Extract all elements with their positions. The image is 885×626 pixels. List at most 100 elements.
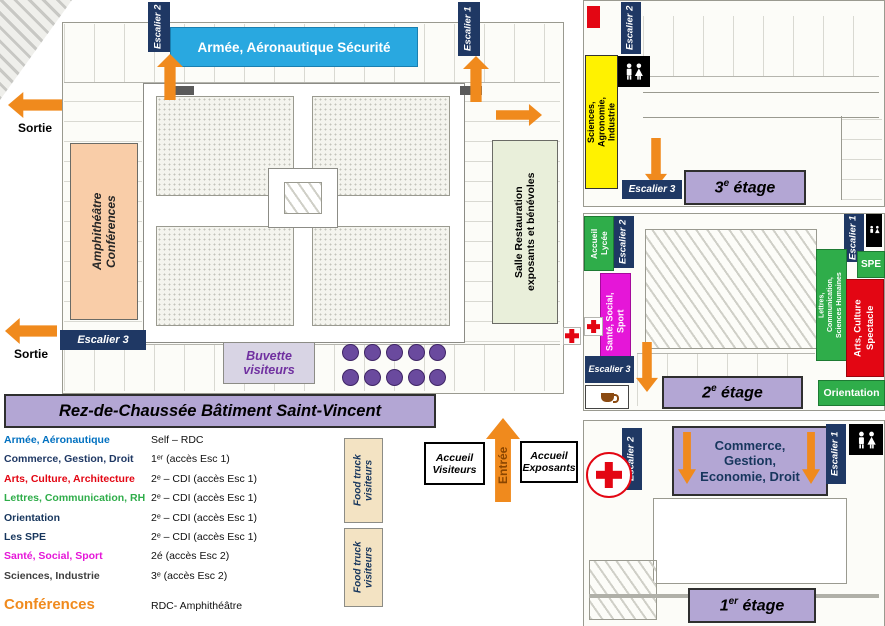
floor1-hall xyxy=(653,498,847,584)
floor2-title-banner: 2e étage xyxy=(662,376,803,409)
accueil-exposants-box: Accueil Exposants xyxy=(520,441,578,483)
table-dot-icon xyxy=(408,344,425,361)
legend-location: RDC- Amphithéâtre xyxy=(151,600,243,613)
floor1-panel: Escalier 2 Commerce, Gestion, Economie, … xyxy=(583,420,885,626)
floor3-title-banner: 3e étage xyxy=(684,170,806,205)
legend-location: 1ᵉʳ (accès Esc 1) xyxy=(151,453,230,466)
rdc-escalier-1-label: Escalier 1 xyxy=(458,2,480,56)
armee-banner: Armée, Aéronautique Sécurité xyxy=(170,27,418,67)
left-arrow-icon xyxy=(8,92,62,118)
down-arrow-icon xyxy=(636,342,658,392)
legend-row: Sciences, Industrie 3ᵉ (accès Esc 2) xyxy=(4,570,344,589)
legend-location: 2ᵉ – CDI (accès Esc 1) xyxy=(151,530,258,543)
commerce-banner: Commerce, Gestion, Economie, Droit xyxy=(672,426,828,496)
first-aid-cross-icon xyxy=(563,327,581,345)
accueil-lycee-box: Accueil Lycée xyxy=(584,216,614,271)
rdc-panel: Armée, Aéronautique Sécurité Escalier 2 … xyxy=(0,0,581,432)
entrance-area: Food truck visiteurs Food truck visiteur… xyxy=(340,414,580,626)
legend-category: Commerce, Gestion, Droit xyxy=(4,453,134,466)
legend-row: Les SPE 2ᵉ – CDI (accès Esc 1) xyxy=(4,531,344,550)
up-arrow-icon xyxy=(463,56,489,102)
legend-category: Conférences xyxy=(4,596,95,614)
garden-parterre xyxy=(156,226,294,326)
table-dot-icon xyxy=(342,344,359,361)
table-dot-icon xyxy=(364,369,381,386)
floor2-escalier-3-label: Escalier 3 xyxy=(585,356,634,383)
legend-row: Arts, Culture, Architecture 2ᵉ – CDI (ac… xyxy=(4,473,344,492)
floor2-panel: Accueil Lycée Escalier 2 Escalier 1 SPE … xyxy=(583,213,885,411)
down-arrow-icon xyxy=(645,138,667,188)
down-arrow-icon xyxy=(802,432,820,484)
legend: Armée, Aéronautique Self – RDC Commerce,… xyxy=(4,434,344,622)
legend-location: Self – RDC xyxy=(151,434,204,446)
legend-row: Lettres, Communication, RH 2ᵉ – CDI (acc… xyxy=(4,492,344,511)
legend-row-conferences: Conférences RDC- Amphithéâtre xyxy=(4,596,344,622)
legend-category: Sciences, Industrie xyxy=(4,569,100,582)
amphitheatre-box: Amphithéâtre Conférences xyxy=(70,143,138,320)
sciences-box: Sciences, Agronomie, Industrie xyxy=(585,55,618,189)
legend-row: Commerce, Gestion, Droit 1ᵉʳ (accès Esc … xyxy=(4,453,344,472)
sortie-label: Sortie xyxy=(17,121,52,135)
rdc-title-banner: Rez-de-Chaussée Bâtiment Saint-Vincent xyxy=(4,394,436,428)
legend-location: 2ᵉ – CDI (accès Esc 1) xyxy=(151,472,258,485)
restauration-box: Salle Restauration exposants et bénévole… xyxy=(492,140,558,324)
buvette-box: Buvette visiteurs xyxy=(223,342,315,384)
floor1-escalier-1-label: Escalier 1 xyxy=(826,424,846,484)
wc-icon xyxy=(618,56,650,87)
legend-category: Les SPE xyxy=(4,530,47,543)
red-marker xyxy=(587,6,600,28)
floor3-escalier-2-label: Escalier 2 xyxy=(621,2,641,54)
legend-location: 3ᵉ (accès Esc 2) xyxy=(151,569,228,582)
floor1-southwest-rooms xyxy=(589,560,657,620)
first-aid-cross-icon xyxy=(584,317,603,336)
wc-icon xyxy=(866,214,882,247)
croix-rouge-logo xyxy=(586,452,632,498)
food-truck-box: Food truck visiteurs xyxy=(344,438,383,523)
legend-location: 2ᵉ – CDI (accès Esc 1) xyxy=(151,511,258,524)
accueil-visiteurs-box: Accueil Visiteurs xyxy=(424,442,485,485)
cafe-tile xyxy=(585,385,629,409)
legend-row: Santé, Social, Sport 2é (accès Esc 2) xyxy=(4,550,344,569)
legend-category: Armée, Aéronautique xyxy=(4,434,110,446)
entree-up-arrow-icon xyxy=(486,418,520,502)
table-dot-icon xyxy=(386,369,403,386)
legend-category: Arts, Culture, Architecture xyxy=(4,472,135,485)
entree-label: Entrée xyxy=(496,446,510,484)
legend-category: Santé, Social, Sport xyxy=(4,550,103,563)
lettres-box: Lettres, Communication, Sciences Humaine… xyxy=(816,249,847,361)
legend-category: Lettres, Communication, RH xyxy=(4,492,146,505)
floor3-east-rooms xyxy=(841,116,882,200)
garden-parterre xyxy=(312,226,450,326)
legend-category: Orientation xyxy=(4,511,61,524)
up-arrow-icon xyxy=(157,54,183,100)
floor2-escalier-2-label: Escalier 2 xyxy=(614,216,634,268)
stairwell-mark xyxy=(172,86,194,95)
floor1-title-banner: 1er étage xyxy=(688,588,816,623)
table-dot-icon xyxy=(429,344,446,361)
table-dot-icon xyxy=(364,344,381,361)
right-arrow-icon xyxy=(496,104,542,126)
floor3-escalier-3-label: Escalier 3 xyxy=(622,180,682,199)
down-arrow-icon xyxy=(678,432,696,484)
sortie-label: Sortie xyxy=(13,347,48,361)
floor2-hall xyxy=(645,229,817,349)
wc-icon xyxy=(849,424,883,455)
coffee-cup-icon xyxy=(600,392,619,403)
rdc-escalier-3-label: Escalier 3 xyxy=(60,330,146,350)
floor3-panel: Escalier 2 Sciences, Agronomie, Industri… xyxy=(583,0,885,207)
floor1-title-text: 1er étage xyxy=(719,595,785,615)
legend-location: 2ᵉ – CDI (accès Esc 1) xyxy=(151,492,258,505)
floor2-title-text: 2e étage xyxy=(702,382,763,402)
arts-box: Arts, Culture Spectacle xyxy=(846,279,884,377)
table-dot-icon xyxy=(342,369,359,386)
legend-row: Orientation 2ᵉ – CDI (accès Esc 1) xyxy=(4,512,344,531)
table-dot-icon xyxy=(429,369,446,386)
floor3-corridor xyxy=(643,92,879,118)
rdc-escalier-2-label: Escalier 2 xyxy=(148,2,170,52)
legend-location: 2é (accès Esc 2) xyxy=(151,550,230,563)
table-dot-icon xyxy=(408,369,425,386)
left-arrow-icon xyxy=(5,318,57,344)
table-dot-icon xyxy=(386,344,403,361)
courtyard-center-garden xyxy=(284,182,322,214)
